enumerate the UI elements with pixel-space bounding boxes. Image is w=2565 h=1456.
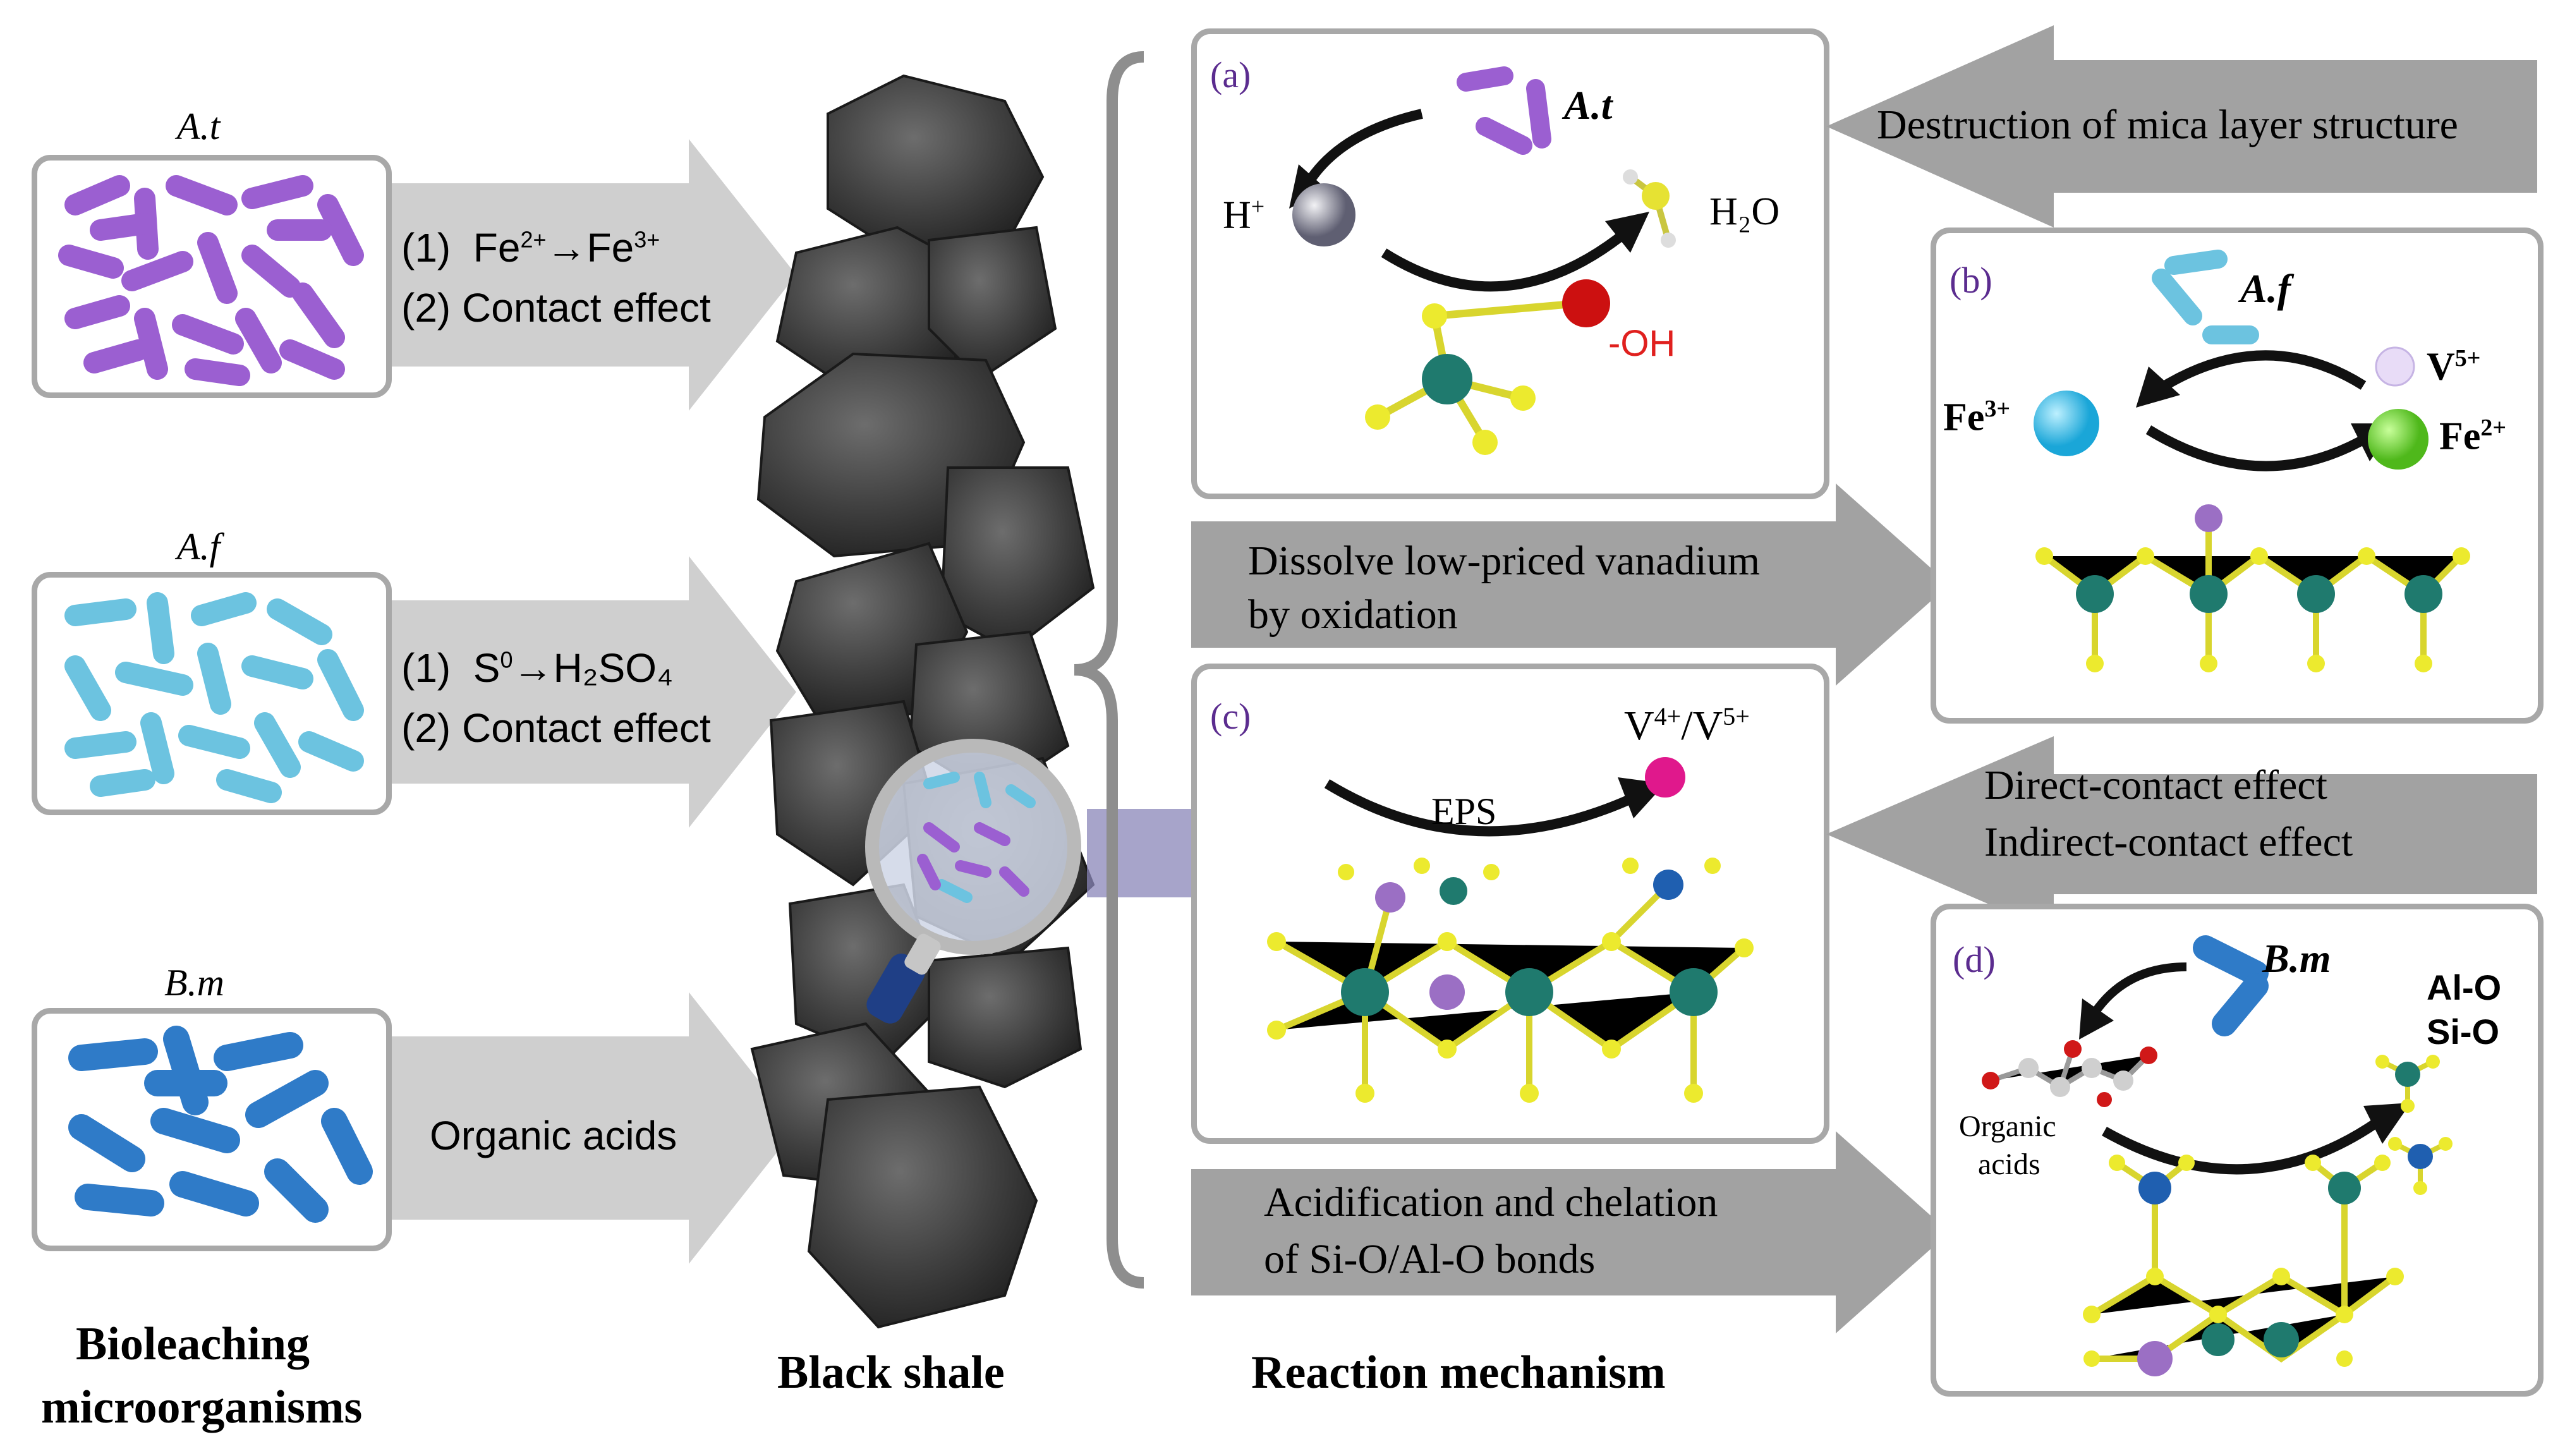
panel-b-cycle-arrows bbox=[2136, 350, 2395, 471]
panel-b-label: (b) bbox=[1950, 260, 1992, 301]
panel-a-water: H₂O bbox=[1709, 190, 1780, 233]
panel-b-lattice bbox=[2035, 504, 2470, 672]
panel-c-label: (c) bbox=[1210, 696, 1251, 737]
at-bacteria-box bbox=[32, 155, 392, 398]
panel-d-curved-arrow bbox=[2079, 962, 2187, 1040]
panel-a-oh: -OH bbox=[1608, 323, 1676, 364]
panel-b-v5-sphere bbox=[2375, 346, 2415, 387]
panel-b-af-bacteria bbox=[2152, 250, 2259, 344]
panel-a-h-plus: H+ bbox=[1223, 193, 1265, 237]
at-line1: (1) Fe2+→Fe3+ bbox=[401, 225, 660, 270]
panel-c-lattice bbox=[1267, 858, 1754, 1103]
destruction-arrow bbox=[1826, 25, 2537, 228]
at-title: A.t bbox=[177, 106, 221, 147]
panel-d-bm-bacteria bbox=[2193, 935, 2269, 1036]
panel-d-long-arrow bbox=[2102, 1103, 2411, 1175]
af-arrow bbox=[392, 556, 796, 828]
contact-line2: Indirect-contact effect bbox=[1984, 819, 2353, 865]
panel-c-v-sphere bbox=[1645, 757, 1685, 798]
acid-arrow bbox=[1191, 1131, 1950, 1333]
panel-b-v5: V5+ bbox=[2427, 345, 2481, 389]
af-line1: (1) S0→H₂SO₄ bbox=[401, 645, 674, 691]
panel-d-organic-2: acids bbox=[1978, 1148, 2040, 1181]
bm-arrow bbox=[392, 992, 796, 1264]
panel-a-molecule bbox=[1365, 279, 1610, 455]
destruction-label: Destruction of mica layer structure bbox=[1877, 102, 2458, 148]
middle-column-title: Black shale bbox=[777, 1347, 1005, 1398]
contact-arrow bbox=[1826, 736, 2537, 932]
acid-line2: of Si-O/Al-O bonds bbox=[1264, 1236, 1596, 1282]
bm-bacteria-box bbox=[32, 1008, 392, 1251]
bm-title: B.m bbox=[164, 962, 224, 1004]
at-line2: (2) Contact effect bbox=[401, 285, 711, 331]
panel-b bbox=[1931, 228, 2544, 724]
panel-b-fe2: Fe2+ bbox=[2439, 415, 2507, 458]
panel-a-cycle-arrows bbox=[1289, 109, 1649, 292]
at-bacteria-image bbox=[58, 175, 364, 386]
panel-d-lattice bbox=[2083, 1155, 2404, 1376]
af-line2: (2) Contact effect bbox=[401, 705, 711, 751]
panel-c bbox=[1191, 664, 1829, 1144]
acid-line1: Acidification and chelation bbox=[1264, 1179, 1718, 1225]
left-column-title-2: microorganisms bbox=[41, 1381, 363, 1433]
panel-b-fe2-sphere bbox=[2368, 409, 2429, 470]
contact-line1: Direct-contact effect bbox=[1984, 762, 2327, 808]
panel-b-organism: A.f bbox=[2240, 266, 2291, 311]
panel-b-fe3: Fe3+ bbox=[1943, 396, 2011, 439]
panel-d-alo: Al-O bbox=[2427, 968, 2502, 1007]
bm-bacteria-image bbox=[68, 1026, 373, 1223]
bm-label: Organic acids bbox=[430, 1113, 677, 1158]
left-column-title-1: Bioleaching bbox=[76, 1318, 310, 1370]
dissolve-line1: Dissolve low-priced vanadium bbox=[1248, 538, 1761, 584]
panel-c-eps: EPS bbox=[1431, 791, 1497, 832]
panel-a-label: (a) bbox=[1210, 54, 1251, 95]
af-title: A.f bbox=[177, 526, 221, 567]
magnifier-icon bbox=[865, 739, 1081, 1024]
panel-a-at-bacteria bbox=[1457, 66, 1551, 155]
panel-d bbox=[1931, 904, 2544, 1397]
panel-a-water-molecule bbox=[1623, 169, 1676, 248]
at-arrow bbox=[392, 139, 796, 411]
af-bacteria-image bbox=[64, 592, 364, 803]
panel-d-organism: B.m bbox=[2262, 936, 2331, 981]
panel-a-proton-sphere bbox=[1292, 183, 1355, 246]
panel-a bbox=[1191, 28, 1829, 499]
panel-d-sio: Si-O bbox=[2427, 1012, 2500, 1052]
brace bbox=[1074, 51, 1144, 1289]
af-bacteria-box bbox=[32, 572, 392, 815]
panel-a-organism: A.t bbox=[1564, 83, 1613, 128]
panel-d-organic-1: Organic bbox=[1959, 1110, 2056, 1143]
right-column-title: Reaction mechanism bbox=[1251, 1347, 1666, 1398]
dissolve-line2: by oxidation bbox=[1248, 592, 1458, 638]
panel-d-organic-molecule bbox=[1982, 1040, 2157, 1107]
panel-d-released-units bbox=[2375, 1055, 2453, 1195]
panel-c-vanadium: V4+/V5+ bbox=[1624, 702, 1750, 749]
dissolve-arrow bbox=[1191, 483, 1950, 686]
panel-c-eps-arrow bbox=[1324, 777, 1665, 837]
panel-d-label: (d) bbox=[1953, 939, 1996, 980]
panel-b-fe3-sphere bbox=[2034, 391, 2099, 456]
